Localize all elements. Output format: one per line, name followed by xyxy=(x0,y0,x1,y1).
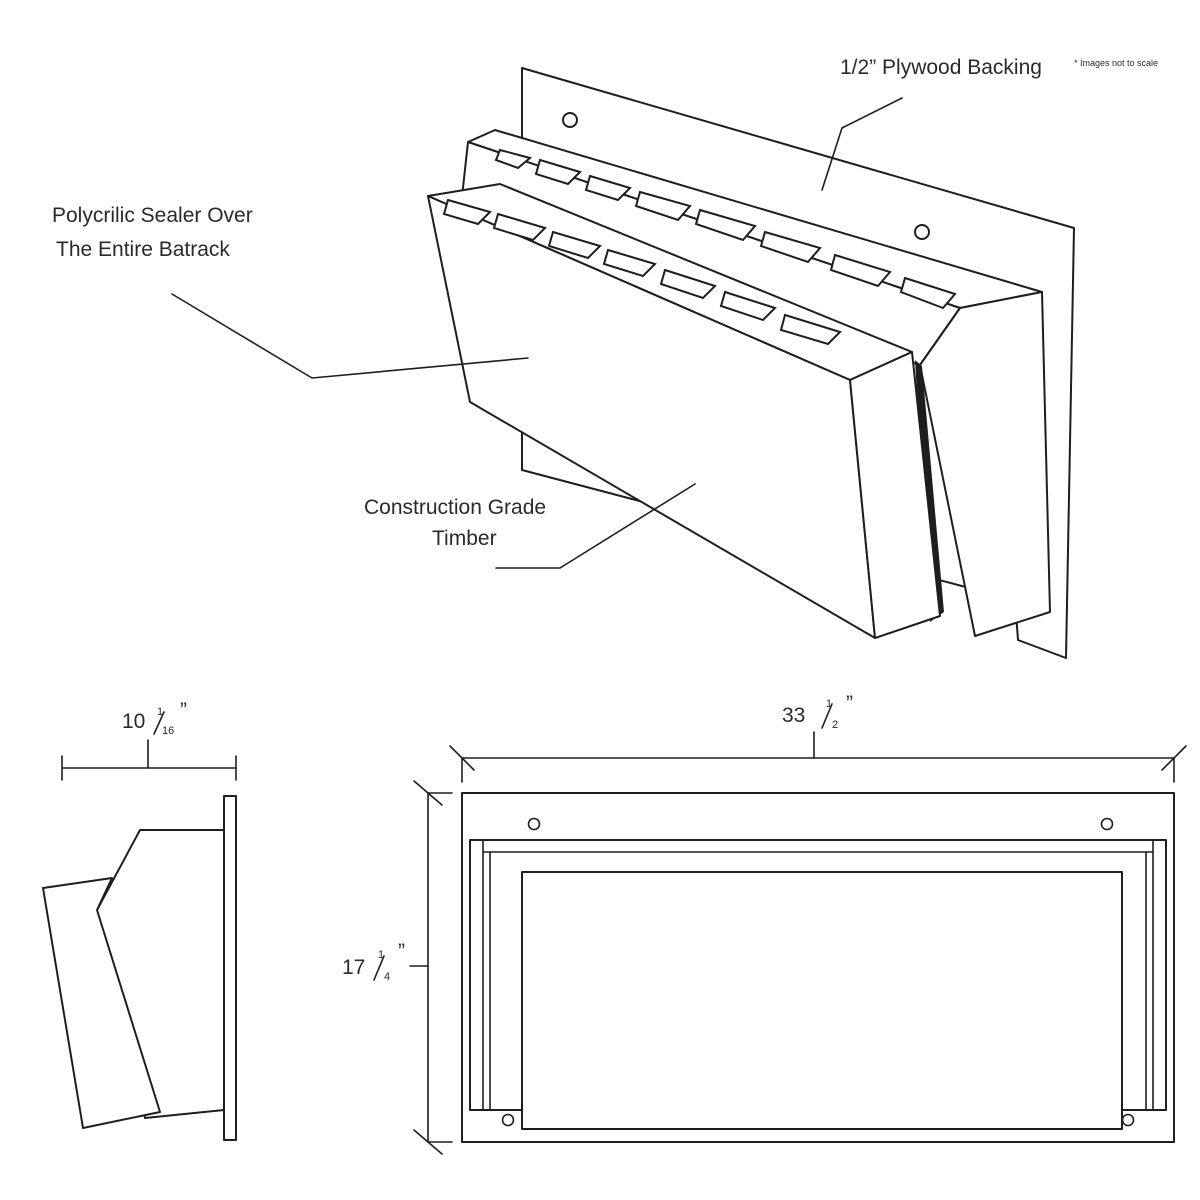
front-hole-top-right xyxy=(1100,817,1114,831)
side-backing-board xyxy=(223,795,237,1141)
width-den: 2 xyxy=(832,719,838,731)
height-unit: ” xyxy=(398,940,405,963)
front-timber-box xyxy=(427,183,941,639)
front-slots xyxy=(442,198,842,346)
sealer-label-line2: The Entire Batrack xyxy=(56,238,230,261)
front-view: 33 1 2 ” 17 1 4 ” xyxy=(342,692,1187,1155)
side-view: 10 1 16 ” xyxy=(42,699,237,1141)
depth-num: 1 xyxy=(157,706,163,718)
depth-dimension: 10 1 16 ” xyxy=(61,699,237,781)
mounting-hole-top-left xyxy=(562,112,578,128)
timber-label-line1: Construction Grade xyxy=(364,496,546,519)
width-num: 1 xyxy=(826,698,832,710)
back-slots xyxy=(494,148,957,310)
width-unit: ” xyxy=(846,692,853,715)
depth-den: 16 xyxy=(162,725,174,737)
back-timber-box xyxy=(459,129,1051,637)
depth-whole: 10 xyxy=(122,710,145,733)
scale-note: * Images not to scale xyxy=(1074,58,1158,68)
height-den: 4 xyxy=(384,971,390,983)
width-whole: 33 xyxy=(782,704,805,727)
timber-label-line2: Timber xyxy=(432,527,497,550)
isometric-view: 1/2” Plywood Backing * Images not to sca… xyxy=(52,56,1158,659)
sealer-label-line1: Polycrilic Sealer Over xyxy=(52,204,253,227)
front-hole-bottom-left xyxy=(501,1113,515,1127)
side-front-box xyxy=(42,877,161,1129)
plywood-label: 1/2” Plywood Backing xyxy=(840,56,1042,79)
height-dimension: 17 1 4 ” xyxy=(342,780,453,1155)
sealer-leader-line xyxy=(171,293,529,379)
height-whole: 17 xyxy=(342,956,365,979)
depth-unit: ” xyxy=(180,699,187,722)
front-front-box-outline xyxy=(521,871,1123,1130)
width-dimension: 33 1 2 ” xyxy=(449,692,1187,783)
plywood-leader-line xyxy=(821,97,903,191)
front-hole-top-left xyxy=(527,817,541,831)
height-num: 1 xyxy=(378,949,384,961)
timber-leader-line xyxy=(495,483,696,569)
mounting-hole-top-right xyxy=(914,224,930,240)
